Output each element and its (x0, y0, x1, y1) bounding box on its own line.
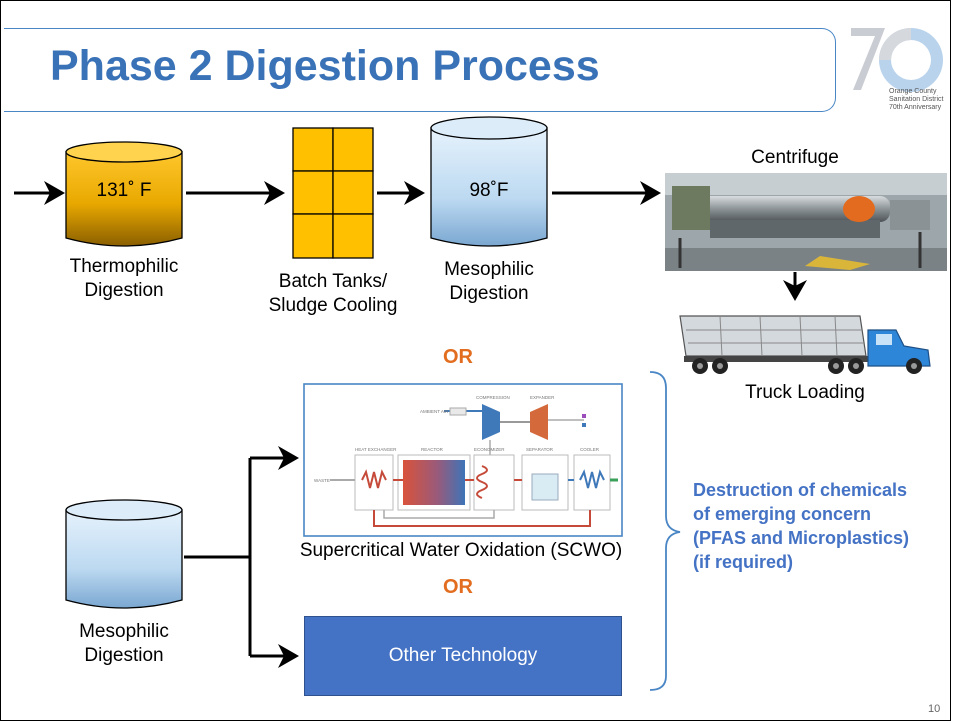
logo-line-3: 70th Anniversary (889, 104, 942, 111)
scwo-expander: EXPANDER (530, 395, 555, 400)
scwo-cooler: COOLER (580, 447, 600, 452)
logo-line-2: Sanitation District (889, 96, 944, 103)
mesophilic-label-top: Mesophilic Digestion (424, 258, 554, 306)
right-brace (649, 371, 681, 691)
destruction-line2: of emerging concern (693, 504, 872, 524)
centrifuge-photo (665, 173, 947, 271)
thermophilic-tank (65, 141, 183, 247)
mesophilic-bottom-line2: Digestion (84, 645, 164, 666)
batch-label: Batch Tanks/ Sludge Cooling (262, 270, 404, 318)
mesophilic-top-line1: Mesophilic (444, 259, 534, 280)
or-label-top: OR (443, 346, 473, 368)
scwo-caption: Supercritical Water Oxidation (SCWO) (299, 540, 623, 561)
thermophilic-label: Thermophilic Digestion (56, 255, 192, 303)
logo-line-1: Orange County (889, 88, 937, 95)
mesophilic-bottom-line1: Mesophilic (79, 621, 169, 642)
page-number: 10 (928, 703, 941, 715)
destruction-line3: (PFAS and Microplastics) (693, 528, 910, 548)
scwo-economizer: ECONOMIZER (474, 447, 505, 452)
mesophilic-label-bottom: Mesophilic Digestion (60, 620, 188, 668)
logo-text: Orange County Sanitation District 70th A… (889, 88, 951, 112)
batch-label-line2: Sludge Cooling (268, 295, 398, 316)
truck-illustration (679, 315, 931, 374)
thermophilic-label-line1: Thermophilic (69, 256, 179, 277)
title-banner (4, 28, 836, 112)
centrifuge-label: Centrifuge (751, 147, 839, 168)
destruction-note: Destruction of chemicals of emerging con… (693, 478, 945, 574)
anniversary-logo (851, 28, 943, 92)
other-technology-box: Other Technology (304, 616, 622, 696)
mesophilic-temp: 98˚F (469, 180, 509, 201)
mesophilic-tank-bottom (65, 499, 183, 609)
other-technology-label: Other Technology (388, 645, 538, 666)
batch-label-line1: Batch Tanks/ (278, 271, 388, 292)
destruction-line1: Destruction of chemicals (693, 480, 908, 500)
truck-label: Truck Loading (745, 382, 865, 403)
mesophilic-tank-top (430, 116, 548, 247)
mesophilic-top-line2: Digestion (449, 283, 529, 304)
thermophilic-temp: 131˚ F (96, 180, 152, 201)
scwo-compression: COMPRESSION (476, 395, 510, 400)
destruction-line4: (if required) (693, 552, 794, 572)
scwo-heat-exchanger: HEAT EXCHANGER (355, 447, 397, 452)
scwo-reactor: REACTOR (421, 447, 444, 452)
thermophilic-label-line2: Digestion (84, 280, 164, 301)
scwo-separator: SEPARATOR (526, 447, 554, 452)
slide-title: Phase 2 Digestion Process (50, 42, 600, 90)
scwo-waste: WASTE (314, 478, 330, 483)
batch-tanks-grid (292, 127, 374, 259)
branch-arrows (184, 446, 299, 668)
scwo-ambient-air: AMBIENT AIR (420, 409, 449, 414)
or-label-bottom: OR (443, 576, 473, 598)
scwo-diagram: AMBIENT AIR COMPRESSION EXPANDER HEAT EX… (303, 383, 623, 537)
